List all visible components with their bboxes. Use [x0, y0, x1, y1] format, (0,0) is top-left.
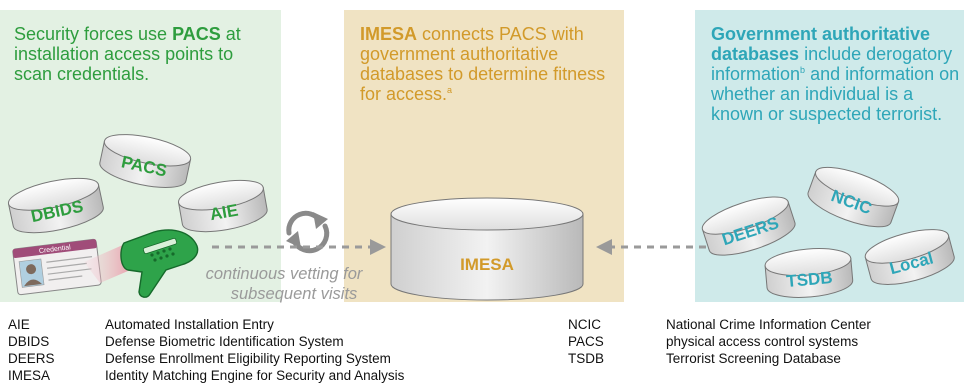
legend-row-ncic: NCIC National Crime Information Center	[568, 316, 871, 333]
legend-definition: Defense Enrollment Eligibility Reporting…	[105, 351, 391, 366]
legend-row-aie: AIE Automated Installation Entry	[8, 316, 404, 333]
legend-row-pacs: PACS physical access control systems	[568, 333, 871, 350]
scanner-icon	[120, 229, 199, 298]
deers-disk: DEERS	[701, 196, 796, 256]
legend-row-imesa: IMESA Identity Matching Engine for Securi…	[8, 367, 404, 384]
legend-definition: physical access control systems	[666, 334, 859, 349]
ncic-disk: NCIC	[807, 166, 900, 228]
imesa-cylinder-label: IMESA	[460, 255, 514, 274]
legend-row-tsdb: TSDB Terrorist Screening Database	[568, 350, 871, 367]
legend-definition: Defense Biometric Identification System	[105, 334, 344, 349]
legend-abbr: DEERS	[8, 351, 55, 366]
legend-definition: Automated Installation Entry	[105, 317, 274, 332]
legend-definition: Identity Matching Engine for Security an…	[105, 368, 405, 383]
credential-card: Credential	[12, 238, 102, 296]
arrowhead-left	[370, 239, 386, 255]
vetting-text-line-1: continuous vetting for	[206, 265, 364, 283]
aie-disk: AIE	[177, 179, 268, 233]
vetting-text-line-2: subsequent visits	[231, 285, 358, 303]
aie-disk-label: AIE	[208, 201, 239, 225]
tsdb-disk-label: TSDB	[786, 268, 834, 291]
tsdb-disk: TSDB	[764, 248, 854, 298]
legend-abbr: NCIC	[568, 317, 601, 332]
local-disk: Local	[864, 229, 955, 285]
imesa-cylinder: IMESA	[390, 197, 584, 301]
legend-abbr: PACS	[568, 334, 604, 349]
legend-right: NCIC National Crime Information Center PA…	[568, 316, 871, 367]
legend-row-dbids: DBIDS Defense Biometric Identification Sy…	[8, 333, 404, 350]
arrowhead-right	[596, 239, 612, 255]
legend-row-deers: DEERS Defense Enrollment Eligibility Repo…	[8, 350, 404, 367]
legend-abbr: IMESA	[8, 368, 51, 383]
cycle-arrowhead-bottom	[286, 231, 301, 248]
pacs-disk: PACS	[99, 134, 192, 188]
legend-abbr: TSDB	[568, 351, 605, 366]
legend-definition: Terrorist Screening Database	[666, 351, 841, 366]
legend-abbr: DBIDS	[8, 334, 50, 349]
right-panel-text: Government authoritative databases inclu…	[711, 24, 960, 124]
credential-card-header: Credential	[39, 244, 72, 255]
legend-definition: National Crime Information Center	[666, 317, 871, 332]
left-panel-text: Security forces use PACS at installation…	[14, 24, 241, 84]
legend-left: AIE Automated Installation Entry DBIDS Def…	[8, 316, 404, 384]
middle-panel-text: IMESA connects PACS with government auth…	[360, 24, 606, 104]
cycle-arrowhead-top	[313, 212, 328, 229]
legend-abbr: AIE	[8, 317, 30, 332]
dbids-disk: DBIDS	[7, 177, 104, 234]
